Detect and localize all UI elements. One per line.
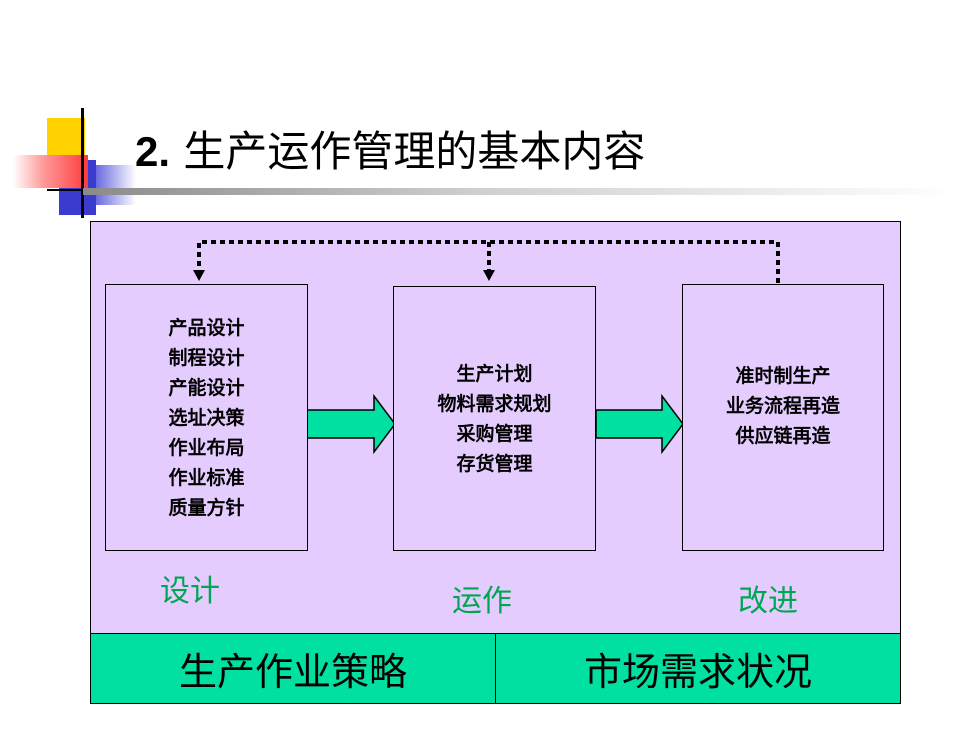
list-item: 选址决策 [168, 406, 245, 429]
decor-vertical-line [81, 108, 84, 218]
flow-arrow-1 [306, 393, 396, 455]
bottom-band: 生产作业策略 市场需求状况 [90, 633, 901, 704]
list-item: 供应链再造 [735, 425, 831, 447]
stage-box-operation: 生产计划 物料需求规划 采购管理 存货管理 [393, 286, 596, 551]
decor-yellow-square [47, 118, 85, 160]
decor-red-bar [13, 155, 88, 188]
list-item: 制程设计 [168, 346, 245, 369]
title-underline [83, 188, 960, 195]
stage-box-improvement: 准时制生产 业务流程再造 供应链再造 [682, 284, 884, 551]
list-item: 物料需求规划 [437, 392, 552, 415]
list-item: 生产计划 [456, 362, 533, 385]
improvement-items: 准时制生产 业务流程再造 供应链再造 [726, 361, 840, 451]
stage-box-design: 产品设计 制程设计 产能设计 选址决策 作业布局 作业标准 质量方针 [105, 284, 308, 551]
design-items: 产品设计 制程设计 产能设计 选址决策 作业布局 作业标准 质量方针 [168, 313, 244, 523]
market-cell: 市场需求状况 [495, 634, 900, 703]
feedback-arrowhead-middle [483, 270, 495, 281]
stage-label-design: 设计 [160, 574, 220, 609]
page-title: 2. 生产运作管理的基本内容 [135, 118, 645, 179]
title-text: 生产运作管理的基本内容 [170, 127, 646, 176]
operation-items: 生产计划 物料需求规划 采购管理 存货管理 [437, 359, 551, 479]
title-number: 2. [135, 128, 171, 175]
feedback-line [197, 240, 780, 283]
decor-blue-fade [96, 165, 136, 205]
list-item: 准时制生产 [735, 365, 831, 387]
flow-arrow-2 [595, 393, 684, 455]
list-item: 作业标准 [168, 466, 245, 489]
feedback-loop [197, 240, 780, 283]
stage-label-operation: 运作 [452, 584, 512, 619]
list-item: 业务流程再造 [725, 395, 840, 417]
list-item: 作业布局 [168, 436, 245, 459]
stage-label-improvement: 改进 [738, 584, 798, 619]
strategy-cell: 生产作业策略 [178, 650, 407, 694]
list-item: 质量方针 [168, 496, 245, 519]
list-item: 采购管理 [456, 422, 533, 445]
list-item: 存货管理 [456, 452, 533, 475]
feedback-arrowhead-left [193, 270, 205, 281]
decor-horizontal-line [47, 189, 107, 191]
list-item: 产品设计 [168, 316, 245, 339]
list-item: 产能设计 [168, 376, 245, 399]
